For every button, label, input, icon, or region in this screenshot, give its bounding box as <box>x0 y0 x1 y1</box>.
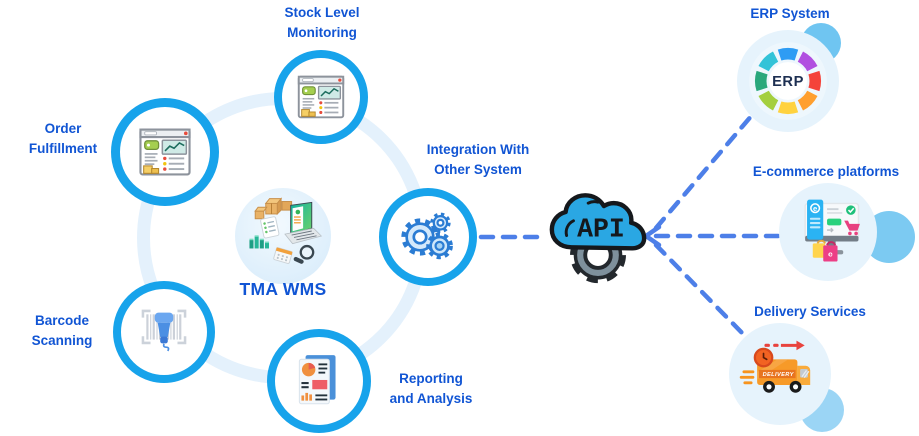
window-chart-icon <box>297 75 345 119</box>
label-tma-wms: TMA WMS <box>239 279 327 299</box>
erp-badge: ERP <box>772 74 804 90</box>
label-barcode-scanning: Barcode Scanning <box>31 313 93 348</box>
warehouse-illustration-icon <box>249 197 323 264</box>
api-label: API <box>577 215 625 245</box>
node-order-fulfillment <box>111 98 219 206</box>
gears-icon <box>401 212 453 260</box>
ecommerce-bag-letter: e <box>828 249 833 259</box>
node-integration <box>379 188 477 286</box>
label-integration: Integration With Other System <box>426 142 530 177</box>
barcode-scanner-icon <box>141 309 187 352</box>
label-erp-system: ERP System <box>750 6 830 21</box>
node-erp-system: ERP <box>737 30 839 132</box>
node-tma-wms-hub <box>235 188 331 284</box>
node-api-gateway: API <box>544 190 652 285</box>
label-ecommerce-platforms: E-commerce platforms <box>752 164 900 179</box>
connector-api-erp <box>653 111 756 231</box>
node-stock-level-monitoring <box>274 50 368 144</box>
label-order-fulfillment: Order Fulfillment <box>28 121 98 156</box>
ecommerce-logo-letter: e <box>813 204 817 213</box>
ecommerce-monitor-icon: e e <box>804 199 860 262</box>
delivery-truck-icon: DELIVERY <box>739 340 811 393</box>
truck-banner-label: DELIVERY <box>763 372 795 378</box>
label-reporting-and-analysis: Reporting and Analysis <box>389 371 473 406</box>
label-stock-level-monitoring: Stock Level Monitoring <box>284 5 360 40</box>
node-ecommerce-platforms: e e <box>779 183 877 281</box>
node-barcode-scanning <box>113 281 215 383</box>
label-delivery-services: Delivery Services <box>754 304 866 319</box>
report-document-icon <box>298 355 336 405</box>
node-delivery-services: DELIVERY <box>729 323 831 425</box>
connector-api-delivery <box>653 242 751 342</box>
erp-ring-icon: ERP <box>749 42 827 120</box>
node-reporting-and-analysis <box>267 329 371 433</box>
api-cloud-icon: API <box>549 193 647 284</box>
window-chart-icon <box>139 128 191 176</box>
